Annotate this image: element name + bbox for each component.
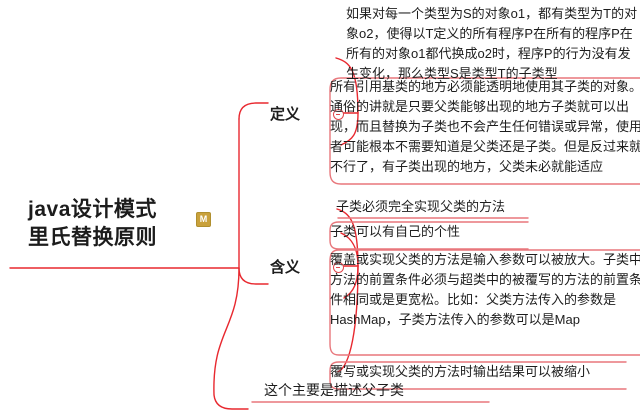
leaf-definition-1[interactable]: 所有引用基类的地方必须能透明地使用其子类的对象。通俗的讲就是只要父类能够出现的地… xyxy=(330,79,640,174)
wire-to-branch-1 xyxy=(238,267,269,285)
branch-label-meaning[interactable]: 含义 xyxy=(270,259,301,276)
leaf-meaning-1[interactable]: 子类可以有自己的个性 xyxy=(330,224,461,239)
root-badge-icon: M xyxy=(196,212,211,227)
branch-label-describes-parent-child[interactable]: 这个主要是描述父子类 xyxy=(264,382,404,398)
leaf-meaning-0[interactable]: 子类必须完全实现父类的方法 xyxy=(336,199,506,214)
collapse-minus-icon-definition[interactable] xyxy=(333,109,344,120)
wire-to-branch-0 xyxy=(238,102,269,120)
leaf-definition-0[interactable]: 如果对每一个类型为S的对象o1，都有类型为T的对象o2，使得以T定义的所有程序P… xyxy=(346,6,638,81)
collapse-minus-icon-meaning[interactable] xyxy=(333,262,344,273)
root-node[interactable]: java设计模式 里氏替换原则 M xyxy=(28,196,228,252)
branch-label-definition[interactable]: 定义 xyxy=(270,106,301,123)
wire-to-branch-2 xyxy=(213,267,249,410)
leaf-meaning-2[interactable]: 覆盖或实现父类的方法是输入参数可以被放大。子类中方法的前置条件必须与超类中的被覆… xyxy=(330,252,640,327)
root-title-line-2: 里氏替换原则 xyxy=(28,226,157,249)
leaf-meaning-3[interactable]: 覆写或实现父类的方法时输出结果可以被缩小 xyxy=(330,364,591,379)
root-title-line-1: java设计模式 xyxy=(28,198,157,221)
